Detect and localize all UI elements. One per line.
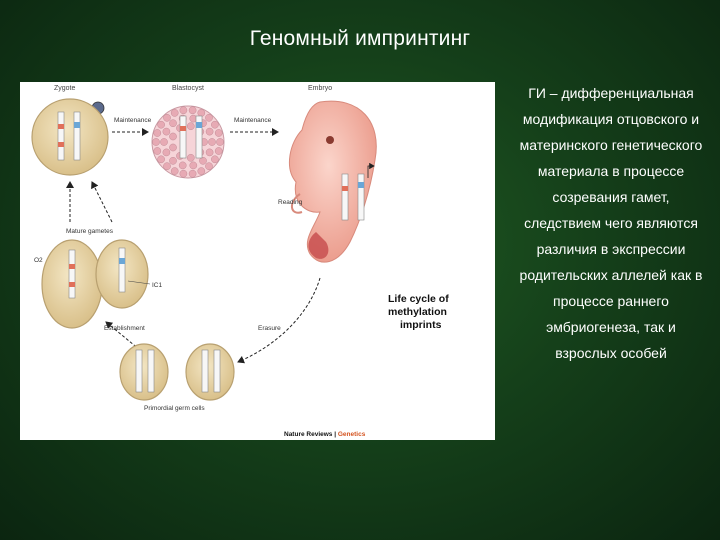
blastocyst-cell-dot bbox=[188, 169, 197, 178]
definition-caption: ГИ – дифференциальная модификация отцовс… bbox=[505, 80, 717, 366]
label-erasure: Erasure bbox=[258, 325, 281, 332]
blastocyst-cell-dot bbox=[163, 162, 171, 170]
label-maintenance-1: Maintenance bbox=[114, 117, 152, 124]
zygote-cell bbox=[31, 98, 109, 176]
blastocyst-cell-dot bbox=[169, 157, 177, 165]
sperm-cell bbox=[95, 239, 149, 309]
blastocyst-cell-dot bbox=[162, 127, 171, 136]
embryo-illustration bbox=[288, 100, 377, 263]
ic1-pointer bbox=[127, 280, 151, 285]
blastocyst-cell-dot bbox=[163, 114, 171, 122]
blastocyst-cell-dot bbox=[197, 109, 206, 117]
label-maintenance-2: Maintenance bbox=[234, 117, 272, 124]
caption-line: созревания гамет, bbox=[552, 189, 670, 205]
blastocyst-cell-dot bbox=[157, 155, 165, 164]
label-reading: Reading bbox=[278, 199, 303, 206]
credit-separator: | bbox=[332, 431, 337, 438]
blastocyst-cell-dot bbox=[205, 162, 213, 170]
blastocyst-cell-dot bbox=[186, 122, 195, 131]
caption-line: процессе раннего bbox=[553, 293, 669, 309]
blastocyst-cell-dot bbox=[153, 129, 162, 137]
blastocyst-cell-dot bbox=[178, 161, 187, 170]
blastocyst-cell-dot bbox=[169, 143, 177, 152]
caption-line: различия в экспрессии bbox=[536, 241, 686, 257]
arrow-gametes-to-zygote-2 bbox=[91, 181, 113, 223]
label-embryo: Embryo bbox=[308, 85, 332, 92]
caption-line: взрослых особей bbox=[555, 345, 667, 361]
credit-journal: Nature Reviews bbox=[284, 431, 333, 438]
blastocyst-cell-dot bbox=[214, 129, 223, 137]
blastocyst-cell-dot bbox=[211, 155, 219, 164]
credit-section: Genetics bbox=[338, 431, 366, 438]
label-blastocyst: Blastocyst bbox=[172, 85, 204, 92]
caption-line: материнского генетического bbox=[519, 137, 703, 153]
pgc-cell-2 bbox=[185, 343, 235, 401]
label-o2: O2 bbox=[34, 257, 43, 264]
blastocyst-cell-dot bbox=[157, 120, 165, 129]
blastocyst-cell-dot bbox=[216, 138, 224, 146]
blastocyst-cell-dot bbox=[169, 119, 177, 128]
blastocyst-cell-dot bbox=[214, 147, 223, 155]
blastocyst-cell bbox=[151, 105, 225, 179]
figure-credit: Nature Reviews | Genetics bbox=[284, 431, 366, 438]
blastocyst-cell-dot bbox=[205, 114, 213, 122]
blastocyst-cell-dot bbox=[169, 132, 177, 141]
label-zygote: Zygote bbox=[54, 85, 76, 92]
blastocyst-cell-dot bbox=[211, 120, 219, 129]
label-ic1: IC1 bbox=[152, 282, 163, 289]
label-mature-gametes: Mature gametes bbox=[66, 228, 114, 235]
blastocyst-cell-dot bbox=[170, 167, 179, 175]
caption-line: ГИ – дифференциальная bbox=[528, 85, 694, 101]
cycle-label-line-2: methylation bbox=[388, 306, 447, 318]
blastocyst-cell-dot bbox=[205, 148, 214, 157]
caption-line: материала в процессе bbox=[537, 163, 685, 179]
methylation-cycle-diagram: Zygote Blastocyst Embryo Maintenance bbox=[31, 85, 449, 438]
blastocyst-cell-dot bbox=[170, 109, 179, 117]
cycle-label-line-1: Life cycle of bbox=[388, 293, 449, 305]
blastocyst-cell-dot bbox=[189, 161, 198, 170]
blastocyst-cell-dot bbox=[179, 169, 188, 178]
pgc-cell-1 bbox=[119, 343, 169, 401]
label-establishment: Establishment bbox=[104, 325, 145, 332]
label-pgc: Primordial germ cells bbox=[144, 405, 205, 412]
imprinting-figure: Zygote Blastocyst Embryo Maintenance bbox=[20, 82, 495, 440]
blastocyst-cell-dot bbox=[188, 106, 197, 115]
blastocyst-cell-dot bbox=[153, 147, 162, 155]
blastocyst-cell-dot bbox=[205, 127, 214, 136]
blastocyst-cell-dot bbox=[186, 154, 195, 162]
blastocyst-cell-dot bbox=[197, 167, 206, 175]
blastocyst-cell-dot bbox=[208, 138, 216, 146]
arrow-establishment bbox=[105, 321, 141, 351]
blastocyst-cell-dot bbox=[152, 138, 160, 146]
caption-line: следствием чего являются bbox=[524, 215, 698, 231]
caption-line: модификация отцовского и bbox=[522, 111, 700, 127]
caption-line: родительских аллелей как в bbox=[519, 267, 703, 283]
egg-cell bbox=[41, 239, 103, 329]
slide-title: Геномный импринтинг bbox=[249, 27, 471, 50]
cycle-label-line-3: imprints bbox=[400, 319, 442, 331]
blastocyst-cell-dot bbox=[199, 157, 207, 165]
arrow-erasure bbox=[237, 277, 321, 364]
blastocyst-cell-dot bbox=[179, 106, 188, 115]
blastocyst-cell-dot bbox=[162, 148, 171, 157]
caption-line: эмбриогенеза, так и bbox=[546, 319, 676, 335]
blastocyst-cell-dot bbox=[160, 138, 168, 146]
